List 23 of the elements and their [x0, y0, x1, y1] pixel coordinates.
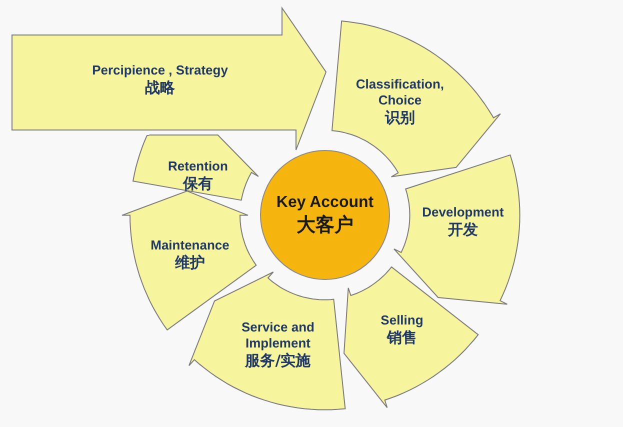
step-label: 开发	[446, 220, 479, 240]
cycle-segment	[132, 135, 258, 200]
step-label: Service and Implement	[240, 319, 316, 352]
step-label: 战略	[144, 78, 176, 98]
step-label: 保有	[182, 174, 214, 194]
cycle-segment	[332, 20, 501, 176]
step-label: 销售	[386, 328, 418, 348]
step-label: Selling	[380, 312, 424, 328]
step-label: Percipience , Strategy	[91, 62, 229, 78]
step-label: 识别	[384, 108, 416, 128]
step-label: Key Account	[275, 193, 375, 213]
step-label: Retention	[167, 158, 229, 174]
step-label: 服务/实施	[244, 351, 312, 370]
step-label: Classification, Choice	[354, 76, 446, 108]
banner-shape	[12, 8, 326, 150]
cycle-segment	[394, 154, 520, 304]
cycle-segment	[344, 267, 479, 408]
step-label: Development	[421, 204, 505, 220]
step-label: Maintenance	[150, 237, 230, 254]
cycle-segment	[189, 272, 346, 410]
step-label: 维护	[174, 253, 206, 272]
center-circle	[260, 150, 390, 280]
step-label: 大客户	[296, 213, 354, 237]
